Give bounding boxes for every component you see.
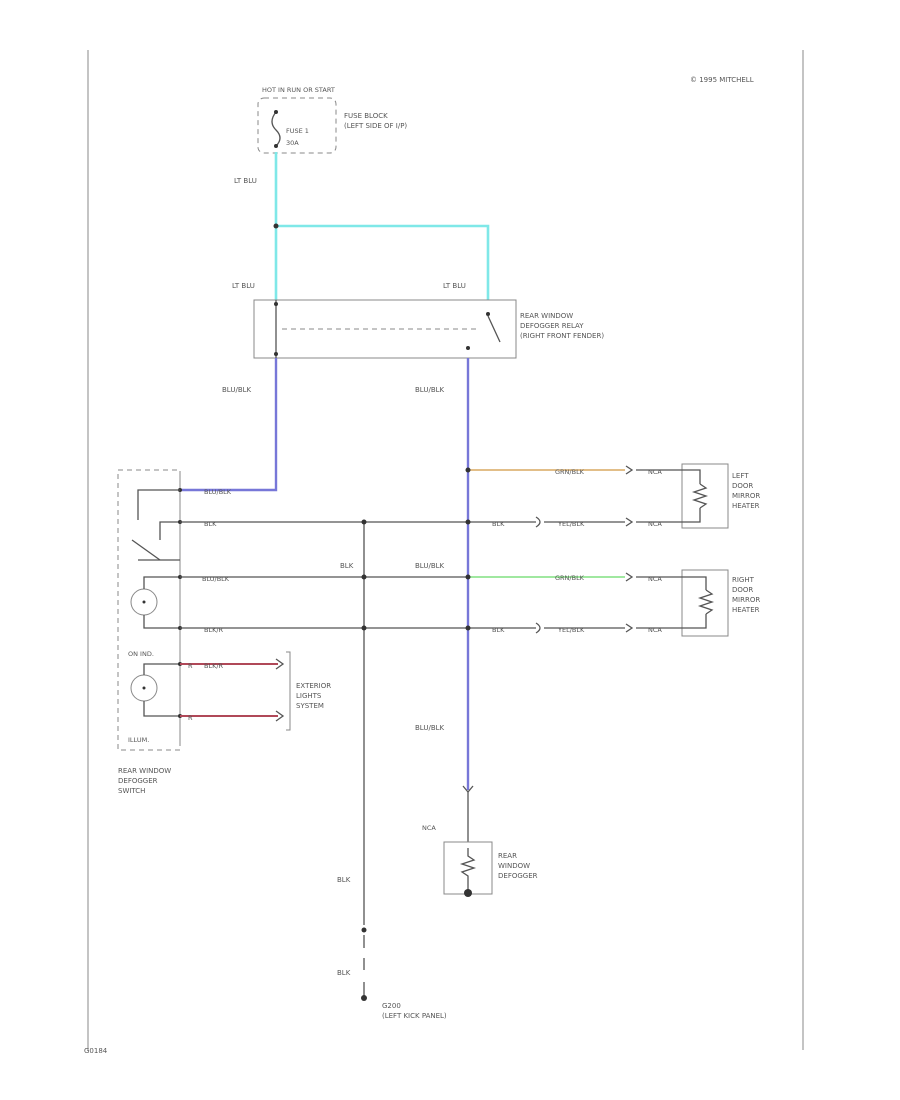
right-heater-label-2: DOOR	[732, 586, 753, 594]
wire-label-blu-blk-pin: BLU/BLK	[415, 562, 445, 570]
ground-label-1: G200	[382, 1002, 401, 1010]
fuse-element-icon	[271, 111, 281, 147]
wire-label-blu-blk-relay-left: BLU/BLK	[222, 386, 252, 394]
right-mirror-heater: NCA NCA RIGHT DOOR MIRROR HEATER	[625, 569, 760, 637]
fuse-block-label-1: FUSE BLOCK	[344, 112, 388, 120]
wire-label-red-lower-left: R	[188, 714, 193, 722]
defogger-label-3: DEFOGGER	[498, 872, 538, 880]
fuse-block: HOT IN RUN OR START FUSE 1 30A FUSE BLOC…	[257, 86, 407, 154]
relay-contact-icon	[487, 315, 501, 343]
switch-contact-icon	[131, 539, 161, 561]
right-heater-label-3: MIRROR	[732, 596, 760, 604]
wire-label-blu-blk-lower: BLU/BLK	[415, 724, 445, 732]
wire-label-blu-blk-relay-right: BLU/BLK	[415, 386, 445, 394]
relay-label-3: (RIGHT FRONT FENDER)	[520, 332, 604, 340]
right-heater-label-4: HEATER	[732, 606, 760, 614]
switch-indicator-label: ON IND.	[128, 650, 154, 658]
splice-dot	[273, 223, 279, 229]
switch-label-2: DEFOGGER	[118, 777, 158, 785]
wire-label-grn-blk-right: GRN/BLK	[555, 574, 585, 582]
ground-label-2: (LEFT KICK PANEL)	[382, 1012, 447, 1020]
switch-illum-label: ILLUM.	[128, 736, 149, 744]
wire-label-blk-pin-left: BLK	[492, 520, 505, 528]
left-heater-label-4: HEATER	[732, 502, 760, 510]
wire-label-blu-blk-switch: BLU/BLK	[204, 488, 232, 496]
wire-label-red-blk-left-2: BLK/R	[204, 662, 224, 670]
wire-label-blk-mid: BLK	[340, 562, 354, 570]
wire-blu-blk-to-switch	[180, 358, 278, 492]
defogger-connector: NCA	[422, 824, 436, 832]
exterior-lights-bracket	[286, 651, 291, 731]
wire-label-red-blk-left-1: BLK/R	[204, 626, 224, 634]
fuse-rating: 30A	[286, 139, 299, 147]
left-heater-connector-top: NCA	[648, 468, 662, 476]
right-heater-label-1: RIGHT	[732, 576, 755, 584]
fuse-block-label-2: (LEFT SIDE OF I/P)	[344, 122, 407, 130]
left-heater-connector-bottom: NCA	[648, 520, 662, 528]
defogger-label-2: WINDOW	[498, 862, 530, 870]
wire-label-blk-ground-2: BLK	[337, 969, 351, 977]
rear-window-defogger: NCA REAR WINDOW DEFOGGER	[422, 785, 538, 897]
wire-label-lt-blu-relay-right: LT BLU	[443, 282, 466, 290]
switch-label-1: REAR WINDOW	[118, 767, 171, 775]
relay-label-2: DEFOGGER RELAY	[520, 322, 584, 330]
right-heater-connector-top: NCA	[648, 575, 662, 583]
defogger-switch: BLU/BLK ON IND. ILLUM. REAR WINDOW DEFOG…	[117, 469, 232, 795]
left-heater-label-2: DOOR	[732, 482, 753, 490]
fuse-power-label: HOT IN RUN OR START	[262, 86, 335, 94]
wire-lt-blu-branch	[276, 224, 490, 300]
exterior-lights-label-3: SYSTEM	[296, 702, 324, 710]
wire-label-yel-blk-left: YEL/BLK	[557, 520, 585, 528]
right-heater-element-icon	[697, 589, 715, 615]
switch-label-3: SWITCH	[118, 787, 145, 795]
left-mirror-heater: NCA NCA LEFT DOOR MIRROR HEATER	[625, 463, 760, 529]
relay-label-1: REAR WINDOW	[520, 312, 573, 320]
wire-label-yel-blk-right: YEL/BLK	[557, 626, 585, 634]
exterior-lights-label-2: LIGHTS	[296, 692, 322, 700]
wire-label-red-upper-left: R	[188, 662, 193, 670]
left-heater-element-icon	[691, 483, 709, 509]
wire-label-blu-blk-mid: BLU/BLK	[202, 575, 230, 583]
copyright-text: © 1995 MITCHELL	[690, 76, 754, 84]
wire-label-blk-ground-1: BLK	[337, 876, 351, 884]
page-code: G0184	[84, 1047, 108, 1055]
defogger-label-1: REAR	[498, 852, 517, 860]
wire-label-lt-blu-relay-left: LT BLU	[232, 282, 255, 290]
left-heater-label-1: LEFT	[732, 472, 749, 480]
wire-label-grn-blk-left: GRN/BLK	[555, 468, 585, 476]
defogger-element-icon	[459, 848, 477, 890]
defogger-relay: REAR WINDOW DEFOGGER RELAY (RIGHT FRONT …	[253, 299, 604, 359]
left-heater-label-3: MIRROR	[732, 492, 760, 500]
wire-label-blk-pin-right: BLK	[492, 626, 505, 634]
right-heater-connector-bottom: NCA	[648, 626, 662, 634]
wire-label-lt-blu-fuse: LT BLU	[234, 177, 257, 185]
wire-label-blk-switch: BLK	[204, 520, 217, 528]
exterior-lights-label-1: EXTERIOR	[296, 682, 331, 690]
fuse-name: FUSE 1	[286, 127, 309, 135]
